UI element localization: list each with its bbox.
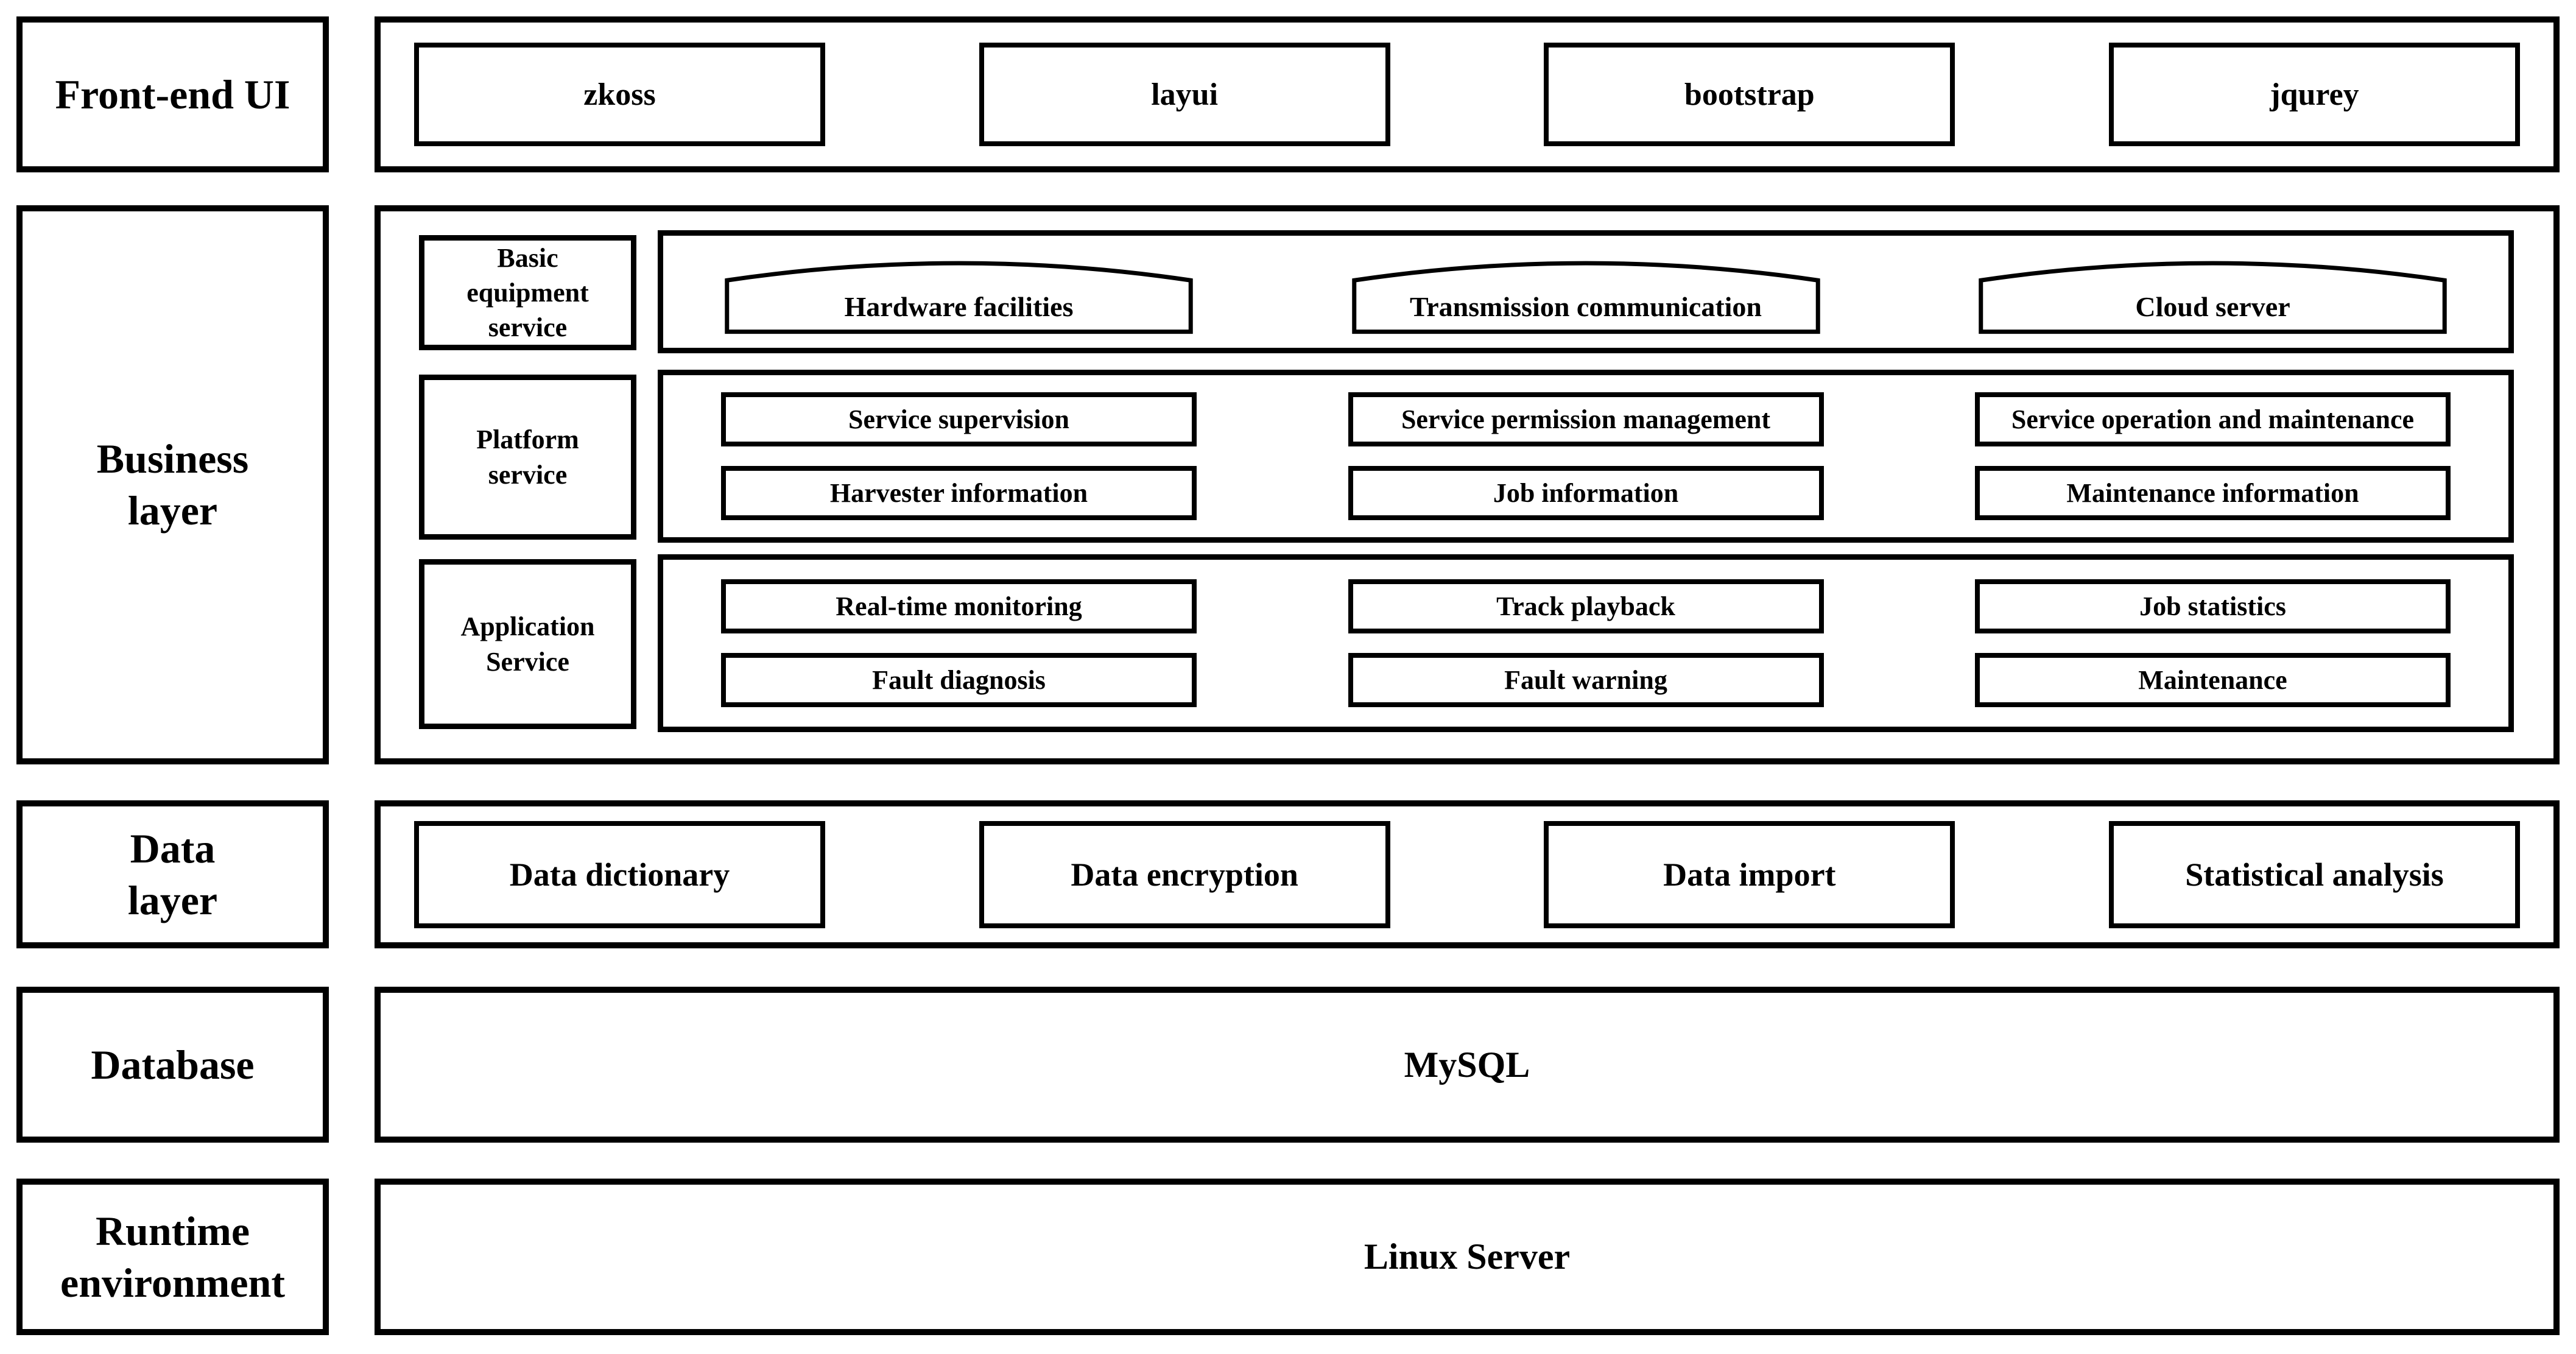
arc-box-cloud-server: Cloud server (1975, 246, 2451, 337)
basic-equipment-service-container: Hardware facilities Transmission communi… (658, 230, 2514, 353)
cell-service-supervision: Service supervision (721, 392, 1197, 446)
data-item-encryption: Data encryption (979, 820, 1390, 928)
arc-shape (1348, 246, 1824, 337)
frontend-layer-label: Front-end UI (16, 16, 329, 172)
cell-job-information: Job information (1348, 466, 1824, 520)
application-service-row-2: Fault diagnosis Fault warning Maintenanc… (721, 653, 2451, 707)
arc-box-hardware-facilities: Hardware facilities (721, 246, 1197, 337)
basic-equipment-service-cells: Hardware facilities Transmission communi… (721, 246, 2451, 337)
business-layer-content: Basic equipment service Hardware facilit… (375, 205, 2560, 764)
cell-maintenance-information: Maintenance information (1975, 466, 2451, 520)
data-item-dictionary: Data dictionary (414, 820, 825, 928)
data-layer-content: Data dictionary Data encryption Data imp… (375, 800, 2560, 948)
business-layer-row: Business layer Basic equipment service H… (16, 205, 2560, 764)
application-service-container: Real-time monitoring Track playback Job … (658, 554, 2514, 732)
arc-box-label: Hardware facilities (844, 291, 1074, 322)
frontend-layer-row: Front-end UI zkoss layui bootstrap jqure… (16, 16, 2560, 172)
arc-box-transmission-communication: Transmission communication (1348, 246, 1824, 337)
frontend-layer-content: zkoss layui bootstrap jqurey (375, 16, 2560, 172)
cell-fault-warning: Fault warning (1348, 653, 1824, 707)
arc-shape (1975, 246, 2451, 337)
cell-fault-diagnosis: Fault diagnosis (721, 653, 1197, 707)
platform-service-group: Platform service Service supervision Ser… (419, 370, 2514, 543)
application-service-label: Application Service (419, 559, 636, 729)
cell-job-statistics: Job statistics (1975, 579, 2451, 633)
runtime-layer-row: Runtime environment Linux Server (16, 1179, 2560, 1335)
runtime-layer-label: Runtime environment (16, 1179, 329, 1335)
cell-service-permission-management: Service permission management (1348, 392, 1824, 446)
data-layer-label: Data layer (16, 800, 329, 948)
data-item-statistical-analysis: Statistical analysis (2108, 820, 2520, 928)
frontend-item-layui: layui (979, 43, 1390, 146)
runtime-value-box: Linux Server (375, 1179, 2560, 1335)
cell-harvester-information: Harvester information (721, 466, 1197, 520)
cell-real-time-monitoring: Real-time monitoring (721, 579, 1197, 633)
basic-equipment-service-group: Basic equipment service Hardware facilit… (419, 230, 2514, 353)
basic-equipment-service-label: Basic equipment service (419, 235, 636, 350)
frontend-item-bootstrap: bootstrap (1544, 43, 1955, 146)
data-item-import: Data import (1544, 820, 1955, 928)
frontend-item-zkoss: zkoss (414, 43, 825, 146)
cell-maintenance: Maintenance (1975, 653, 2451, 707)
cell-track-playback: Track playback (1348, 579, 1824, 633)
platform-service-row-2: Harvester information Job information Ma… (721, 466, 2451, 520)
application-service-row-1: Real-time monitoring Track playback Job … (721, 579, 2451, 633)
platform-service-container: Service supervision Service permission m… (658, 370, 2514, 543)
data-layer-row: Data layer Data dictionary Data encrypti… (16, 800, 2560, 948)
application-service-group: Application Service Real-time monitoring… (419, 554, 2514, 732)
frontend-item-jqurey: jqurey (2108, 43, 2520, 146)
arc-box-label: Cloud server (2135, 291, 2290, 322)
database-layer-label: Database (16, 987, 329, 1143)
cell-service-operation-and-maintenance: Service operation and maintenance (1975, 392, 2451, 446)
arc-shape (721, 246, 1197, 337)
database-value-box: MySQL (375, 987, 2560, 1143)
platform-service-label: Platform service (419, 375, 636, 540)
arc-box-label: Transmission communication (1409, 291, 1762, 322)
platform-service-row-1: Service supervision Service permission m… (721, 392, 2451, 446)
database-layer-row: Database MySQL (16, 987, 2560, 1143)
business-layer-label: Business layer (16, 205, 329, 764)
